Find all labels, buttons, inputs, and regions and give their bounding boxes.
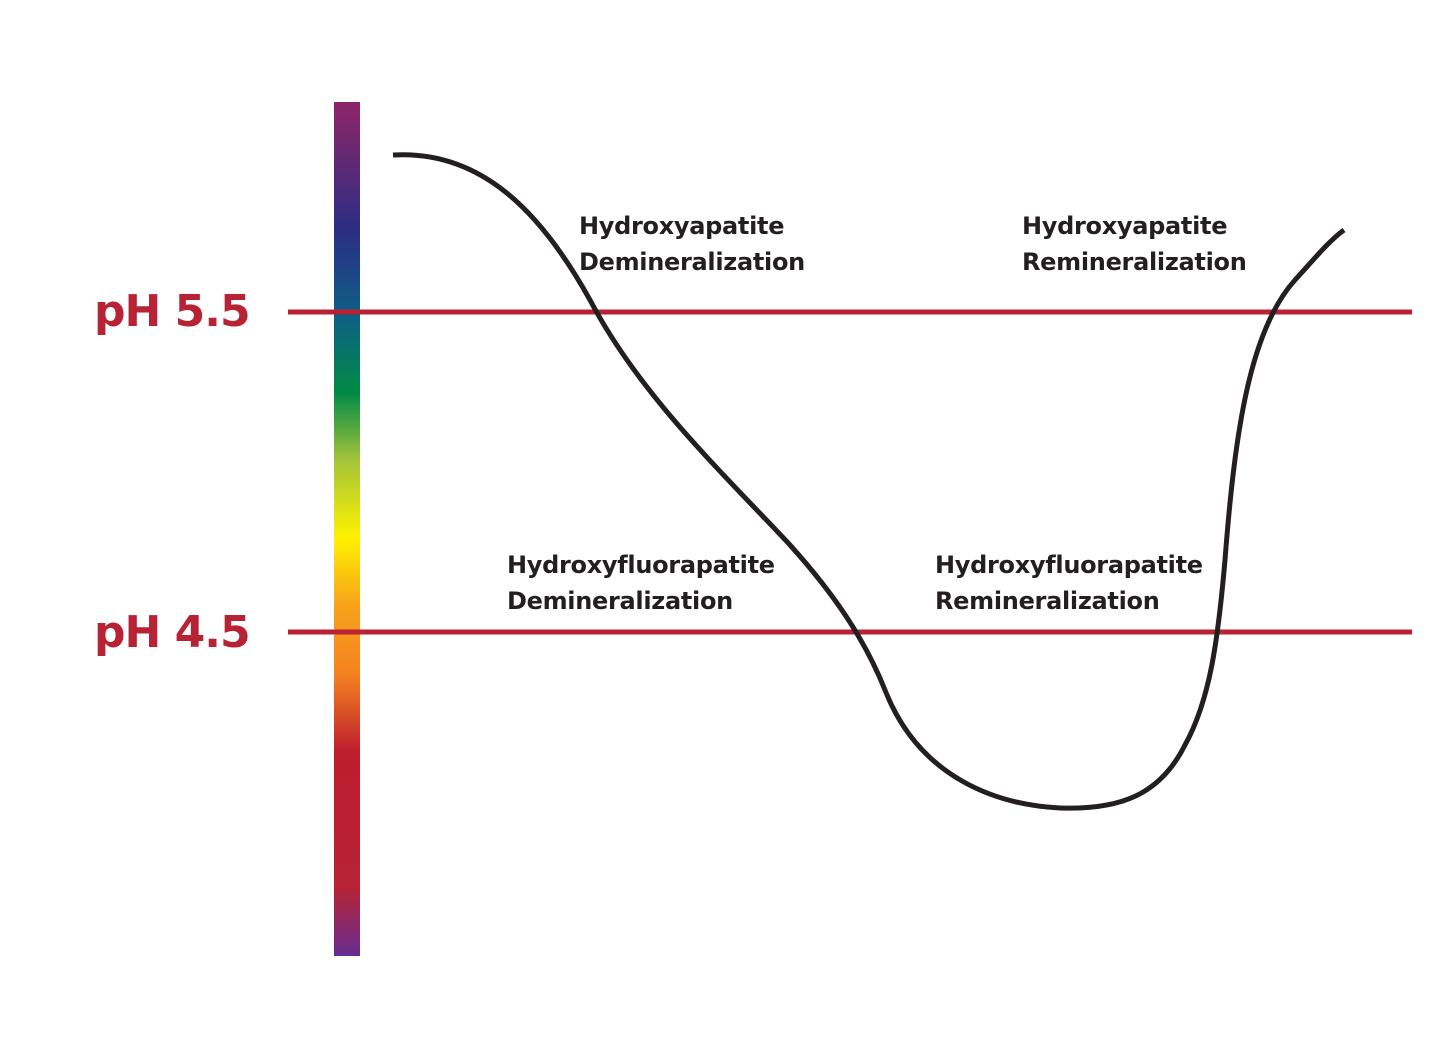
zone-label-hydroxyapatite-demineralization: Hydroxyapatite Demineralization bbox=[579, 208, 805, 280]
zone-label-line: Hydroxyfluorapatite bbox=[507, 551, 775, 579]
zone-label-hydroxyfluorapatite-demineralization: Hydroxyfluorapatite Demineralization bbox=[507, 547, 775, 619]
zone-label-line: Hydroxyapatite bbox=[579, 212, 785, 240]
ph-color-scale-bar bbox=[334, 102, 360, 956]
zone-label-line: Hydroxyfluorapatite bbox=[935, 551, 1203, 579]
zone-label-line: Hydroxyapatite bbox=[1022, 212, 1228, 240]
ph-4-5-label: pH 4.5 bbox=[94, 607, 251, 658]
zone-label-line: Demineralization bbox=[507, 587, 733, 615]
zone-label-line: Remineralization bbox=[1022, 248, 1247, 276]
zone-label-line: Demineralization bbox=[579, 248, 805, 276]
ph-5-5-label: pH 5.5 bbox=[94, 286, 251, 337]
zone-label-line: Remineralization bbox=[935, 587, 1160, 615]
ph-curve bbox=[392, 152, 1346, 811]
zone-label-hydroxyapatite-remineralization: Hydroxyapatite Remineralization bbox=[1022, 208, 1247, 280]
zone-label-hydroxyfluorapatite-remineralization: Hydroxyfluorapatite Remineralization bbox=[935, 547, 1203, 619]
